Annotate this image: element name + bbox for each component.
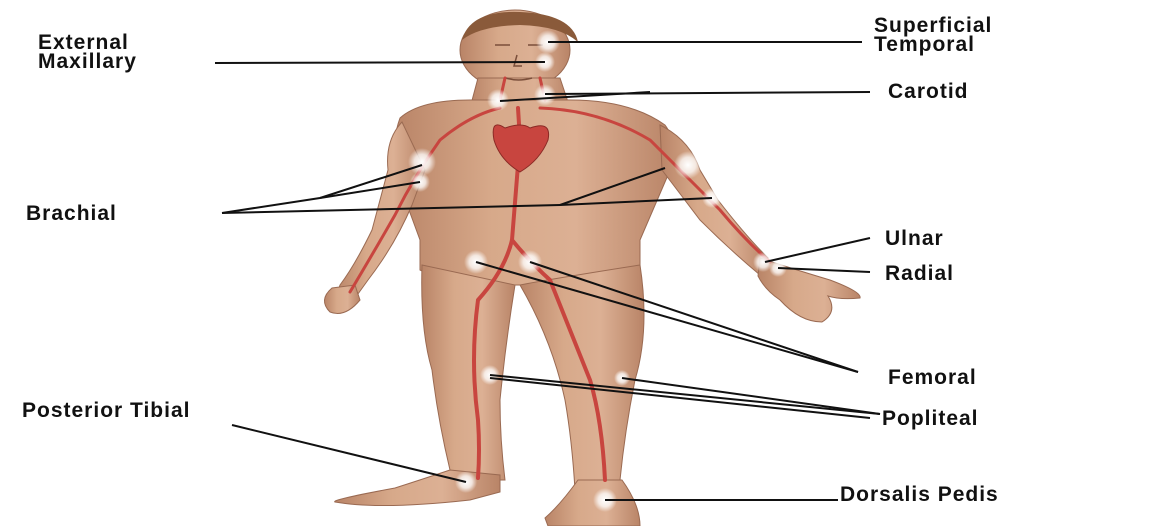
leader-popliteal-c — [490, 378, 870, 418]
left-foot — [545, 480, 640, 526]
right-leg — [422, 265, 515, 480]
label-posterior-tibial: Posterior Tibial — [22, 401, 191, 420]
pulse-point-carotid-right — [534, 84, 556, 106]
label-radial: Radial — [885, 264, 954, 283]
pulse-point-brachial-1 — [408, 148, 436, 176]
leader-posterior-tibial — [232, 425, 466, 482]
pulse-point-brachial-3 — [674, 151, 702, 179]
label-carotid: Carotid — [888, 82, 969, 101]
leader-carotid-b — [545, 92, 870, 94]
right-hand — [324, 285, 360, 314]
label-brachial: Brachial — [26, 204, 117, 223]
label-dorsalis-pedis: Dorsalis Pedis — [840, 485, 999, 504]
label-ulnar: Ulnar — [885, 229, 944, 248]
label-femoral: Femoral — [888, 368, 977, 387]
label-popliteal: Popliteal — [882, 409, 979, 428]
label-superficial-temporal: Superficial Temporal — [874, 16, 992, 54]
leader-popliteal-a — [490, 375, 880, 414]
label-external-maxillary: External Maxillary — [38, 33, 137, 71]
leader-ulnar — [765, 238, 870, 262]
leader-external-maxillary — [215, 62, 545, 63]
